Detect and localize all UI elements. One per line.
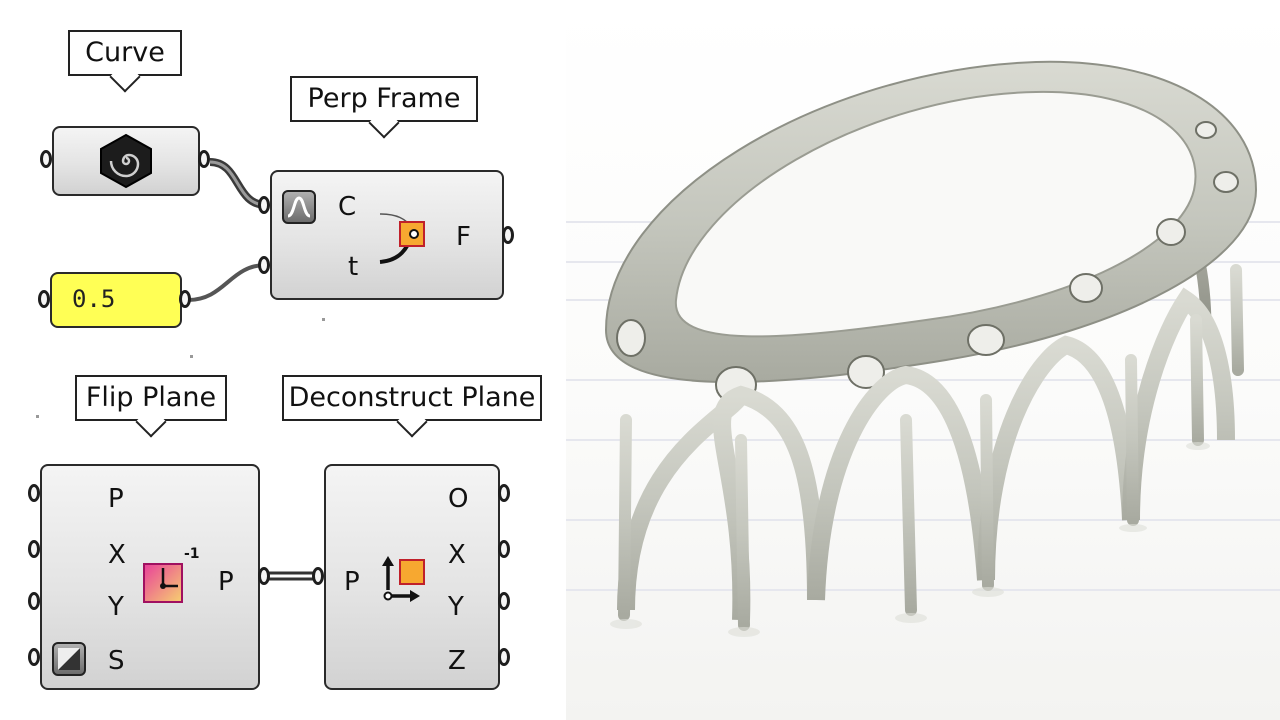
perp-frame-input-t: t	[348, 252, 359, 282]
flip-plane-input-p: P	[108, 484, 124, 514]
deconstruct-plane-icon	[382, 556, 425, 602]
number-value: 0.5	[72, 285, 116, 313]
deconstruct-plane-tooltip: Deconstruct Plane	[282, 375, 542, 421]
flip-plane-tooltip: Flip Plane	[75, 375, 227, 421]
perp-frame-component[interactable]: C t F	[270, 170, 504, 300]
deconstruct-plane-x-grip[interactable]	[498, 540, 510, 558]
front-columns	[618, 264, 1244, 631]
deconstruct-plane-y-grip[interactable]	[498, 592, 510, 610]
render-viewport	[566, 0, 1280, 720]
perp-frame-input-c: C	[338, 192, 357, 222]
perp-frame-output-f: F	[456, 222, 471, 252]
curve-component[interactable]	[52, 126, 200, 196]
flip-toggle-icon	[52, 642, 86, 676]
perp-frame-c-grip[interactable]	[258, 196, 270, 214]
perp-frame-t-grip[interactable]	[258, 256, 270, 274]
flip-plane-output-p: P	[218, 567, 234, 597]
wire-curve-to-c	[209, 158, 267, 209]
spiral-hexagon-icon	[100, 133, 152, 189]
perp-frame-tooltip-label: Perp Frame	[307, 83, 461, 114]
perp-frame-icon	[379, 213, 425, 264]
flip-plane-icon	[143, 563, 183, 603]
flip-plane-component[interactable]: P X Y S -1 P	[40, 464, 260, 690]
flip-plane-p-grip[interactable]	[28, 484, 40, 502]
wire-number-to-t	[187, 263, 267, 302]
number-output-grip[interactable]	[179, 290, 191, 308]
arch-ring-render	[566, 60, 1280, 637]
curve-tooltip: Curve	[68, 30, 182, 76]
flip-plane-icon-superscript: -1	[184, 546, 200, 562]
flip-plane-input-s: S	[108, 646, 125, 676]
curve-tooltip-label: Curve	[85, 37, 165, 68]
graph-mapper-icon	[282, 190, 316, 224]
deconstruct-plane-input-p: P	[344, 567, 360, 597]
flip-plane-x-grip[interactable]	[28, 540, 40, 558]
deconstruct-plane-z-grip[interactable]	[498, 648, 510, 666]
deconstruct-plane-output-z: Z	[448, 646, 466, 676]
floor-shadows	[610, 442, 1210, 637]
flip-plane-tooltip-label: Flip Plane	[85, 382, 217, 413]
deconstruct-plane-tooltip-label: Deconstruct Plane	[288, 382, 536, 413]
deconstruct-plane-component[interactable]: P O X Y Z	[324, 464, 500, 690]
flip-plane-input-y: Y	[108, 592, 124, 622]
flip-plane-out-grip[interactable]	[258, 567, 270, 585]
flip-plane-y-grip[interactable]	[28, 592, 40, 610]
perp-frame-tooltip: Perp Frame	[290, 76, 478, 122]
flip-plane-input-x: X	[108, 540, 126, 570]
number-panel[interactable]: 0.5	[50, 272, 182, 328]
flip-plane-s-grip[interactable]	[28, 648, 40, 666]
deconstruct-plane-o-grip[interactable]	[498, 484, 510, 502]
curve-input-grip[interactable]	[40, 150, 52, 168]
number-input-grip[interactable]	[38, 290, 50, 308]
deconstruct-plane-p-grip[interactable]	[312, 567, 324, 585]
perp-frame-f-grip[interactable]	[502, 226, 514, 244]
deconstruct-plane-output-y: Y	[448, 592, 464, 622]
ring-inner-opening	[674, 90, 1197, 338]
deconstruct-plane-output-o: O	[448, 484, 469, 514]
front-arches	[617, 287, 1235, 621]
canvas-dot	[36, 415, 39, 418]
curve-output-grip[interactable]	[198, 150, 210, 168]
canvas-dot	[190, 355, 193, 358]
deconstruct-plane-output-x: X	[448, 540, 466, 570]
canvas-dot	[322, 318, 325, 321]
wire-curve-to-c-inner	[209, 160, 267, 207]
grasshopper-canvas[interactable]: Curve 0.5 Perp Frame C t F Flip Pl	[0, 0, 566, 720]
